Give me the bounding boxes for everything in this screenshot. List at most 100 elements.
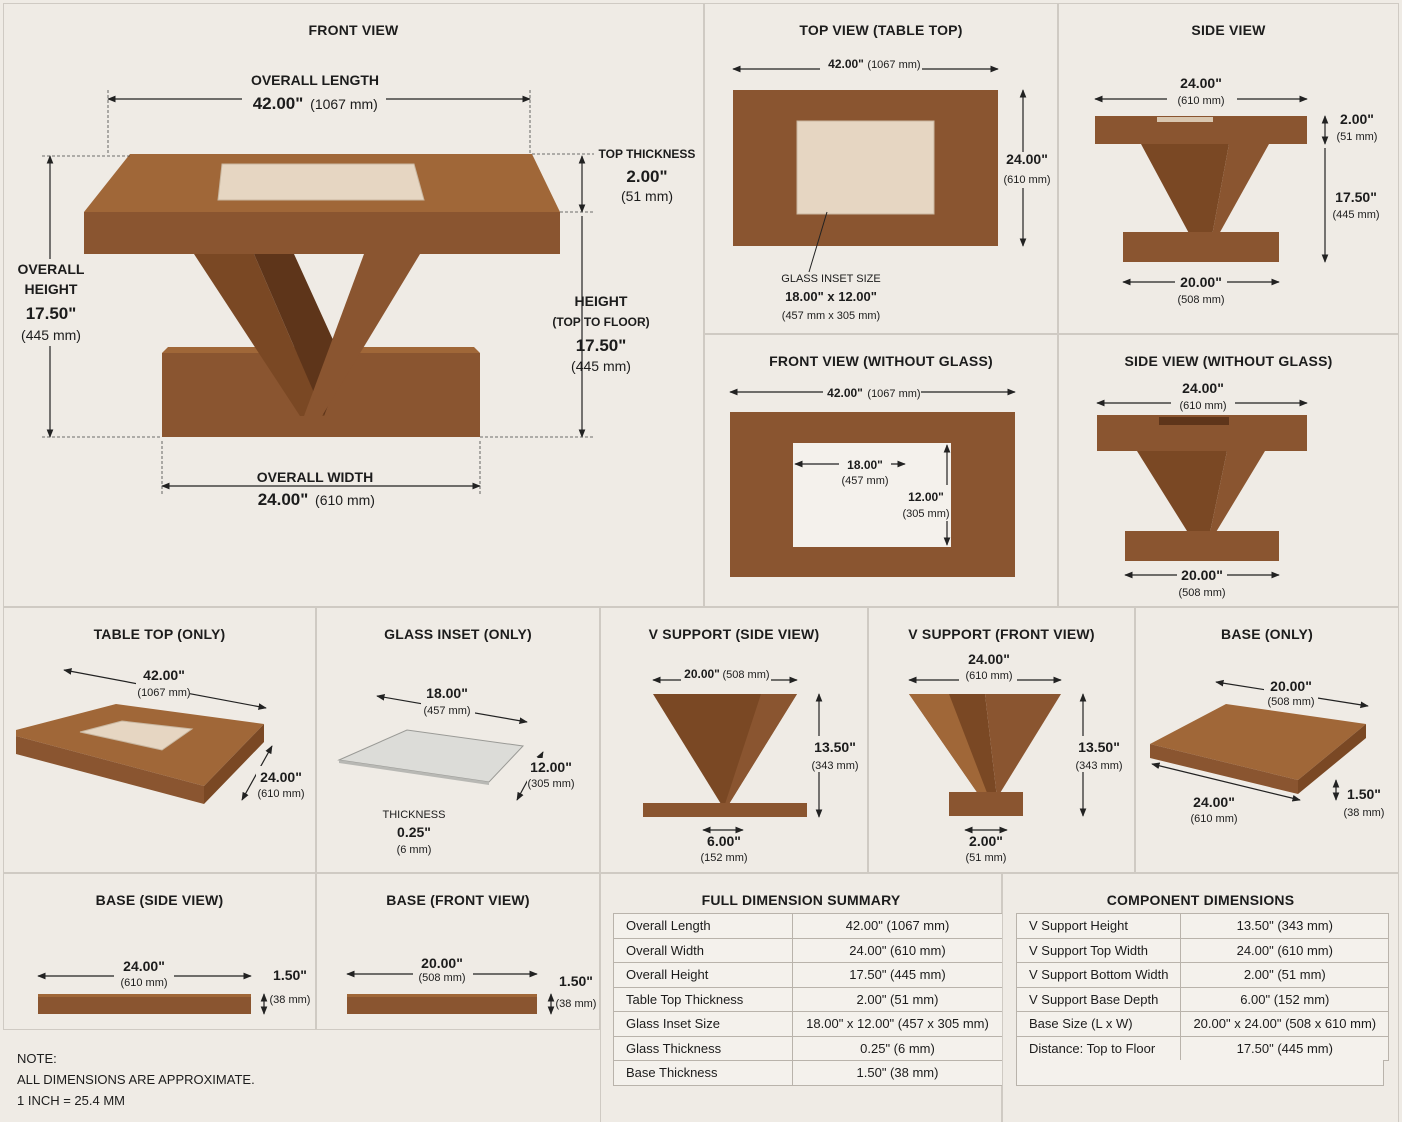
panel-title: FULL DIMENSION SUMMARY — [701, 892, 901, 908]
table-top-edge — [84, 212, 560, 254]
bs-slab — [38, 996, 251, 1014]
panel-base-only: BASE (ONLY) 20.00" (508 mm) 24.00" (610 … — [1135, 607, 1399, 873]
tto-length-in: 42.00" — [143, 667, 185, 683]
dimension-label: Base Size (L x W) — [1015, 1011, 1182, 1037]
bf-thick-in: 1.50" — [559, 973, 593, 989]
sng-v-support — [1137, 451, 1227, 547]
dimension-label: V Support Base Depth — [1015, 986, 1182, 1012]
dimension-value: 20.00" x 24.00" (508 x 610 mm) — [1180, 1011, 1390, 1037]
side-base-mm: (508 mm) — [1177, 294, 1224, 306]
front-view-drawing: OVERALL LENGTH 42.00" (1067 mm) OVERALL … — [18, 72, 696, 509]
panel-v-side: V SUPPORT (SIDE VIEW) 20.00" (508 mm) 13… — [600, 607, 868, 873]
dimension-label: Glass Inset Size — [613, 1011, 793, 1037]
glass-only-drawing: 18.00" (457 mm) 12.00" (305 mm) THICKNES… — [337, 685, 579, 856]
opening-height-mm: (305 mm) — [902, 508, 949, 520]
panel-title: TOP VIEW (TABLE TOP) — [799, 22, 963, 38]
dimension-value: 1.50" (38 mm) — [792, 1060, 1003, 1086]
overall-height-label-2: HEIGHT — [25, 281, 78, 297]
side-thick-mm: (51 mm) — [1337, 131, 1378, 143]
height-sub-label: (TOP TO FLOOR) — [552, 315, 649, 329]
height-label: HEIGHT — [575, 293, 628, 309]
v-front-drawing: 24.00" (610 mm) 13.50" (343 mm) 2.00" (5… — [908, 651, 1131, 864]
glass-size-mm: (457 mm x 305 mm) — [782, 310, 880, 322]
overall-height-in: 17.50" — [26, 304, 77, 323]
vs-top-mm: (508 mm) — [722, 669, 769, 681]
overall-length-label: OVERALL LENGTH — [251, 72, 379, 88]
glass-thickness-mm: (6 mm) — [397, 844, 432, 856]
bo-width-in: 24.00" — [1193, 794, 1235, 810]
sng-base-mm: (508 mm) — [1178, 587, 1225, 599]
vf-foot-in: 2.00" — [969, 833, 1003, 849]
dimension-label: Glass Thickness — [613, 1035, 793, 1061]
components-table-frame — [1016, 1060, 1384, 1086]
panel-title: TABLE TOP (ONLY) — [93, 626, 226, 642]
top-thickness-mm: (51 mm) — [621, 188, 673, 204]
note-line-conversion: 1 INCH = 25.4 MM — [17, 1093, 126, 1108]
overall-height-label-1: OVERALL — [18, 261, 85, 277]
bo-top-surface — [1150, 704, 1366, 780]
sng-width-mm: (610 mm) — [1179, 400, 1226, 412]
panel-table-top-only: TABLE TOP (ONLY) 42.00" (1067 mm) 24.00"… — [3, 607, 316, 873]
bf-thick-mm: (38 mm) — [556, 998, 597, 1010]
side-base — [1123, 232, 1279, 262]
vf-foot-mm: (51 mm) — [966, 852, 1007, 864]
top-width-in: 24.00" — [1006, 151, 1048, 167]
dimension-label: Distance: Top to Floor — [1015, 1035, 1182, 1061]
panel-title: FRONT VIEW (WITHOUT GLASS) — [769, 353, 993, 369]
dimension-label: V Support Bottom Width — [1015, 962, 1182, 988]
dimension-label: Base Thickness — [613, 1060, 793, 1086]
side-height-in: 17.50" — [1335, 189, 1377, 205]
overall-width-mm: (610 mm) — [315, 492, 375, 508]
bo-length-mm: (508 mm) — [1267, 696, 1314, 708]
dimension-value: 0.25" (6 mm) — [792, 1035, 1003, 1061]
bs-length-in: 24.00" — [123, 958, 165, 974]
side-thick-in: 2.00" — [1340, 111, 1374, 127]
panel-title: GLASS INSET (ONLY) — [384, 626, 532, 642]
glass-size: 18.00" x 12.00" — [785, 289, 877, 304]
dimension-value: 2.00" (51 mm) — [792, 986, 1003, 1012]
opening-width-in: 18.00" — [847, 458, 883, 472]
dimension-label: V Support Top Width — [1015, 937, 1182, 963]
fng-length-mm: (1067 mm) — [867, 388, 920, 400]
dimension-value: 6.00" (152 mm) — [1180, 986, 1390, 1012]
dimension-value: 42.00" (1067 mm) — [792, 913, 1003, 939]
panel-title: BASE (FRONT VIEW) — [386, 892, 530, 908]
side-v-support — [1141, 144, 1229, 252]
panel-title: FRONT VIEW — [308, 22, 399, 38]
bo-thick-in: 1.50" — [1347, 786, 1381, 802]
panel-top-view: TOP VIEW (TABLE TOP) 42.00" (1067 mm) 24… — [704, 3, 1058, 334]
note-line-approx: ALL DIMENSIONS ARE APPROXIMATE. — [17, 1072, 255, 1087]
panel-title: SIDE VIEW (WITHOUT GLASS) — [1124, 353, 1333, 369]
panel-title: V SUPPORT (FRONT VIEW) — [908, 626, 1095, 642]
height-mm: (445 mm) — [571, 358, 631, 374]
side-height-mm: (445 mm) — [1332, 209, 1379, 221]
tto-length-mm: (1067 mm) — [137, 687, 190, 699]
front-no-glass-drawing: 42.00" (1067 mm) 18.00" (457 mm) 12.00" … — [729, 383, 1016, 577]
overall-height-mm: (445 mm) — [21, 327, 81, 343]
bs-thick-mm: (38 mm) — [270, 994, 311, 1006]
note-heading: NOTE: — [17, 1051, 57, 1066]
tto-width-mm: (610 mm) — [257, 788, 304, 800]
bf-length-mm: (508 mm) — [418, 972, 465, 984]
top-thickness-label: TOP THICKNESS — [599, 147, 696, 161]
dimension-value: 2.00" (51 mm) — [1180, 962, 1390, 988]
panel-side-view: SIDE VIEW 24.00" (610 mm) 2.00" (51 mm) … — [1058, 3, 1399, 334]
bs-thick-in: 1.50" — [273, 967, 307, 983]
dimension-label: Overall Height — [613, 962, 793, 988]
vs-foot — [643, 803, 807, 817]
dimension-value: 24.00" (610 mm) — [1180, 937, 1390, 963]
side-width-in: 24.00" — [1180, 75, 1222, 91]
panel-front-no-glass: FRONT VIEW (WITHOUT GLASS) 42.00" (1067 … — [704, 334, 1058, 607]
dimension-label: Overall Length — [613, 913, 793, 939]
vs-foot-mm: (152 mm) — [700, 852, 747, 864]
